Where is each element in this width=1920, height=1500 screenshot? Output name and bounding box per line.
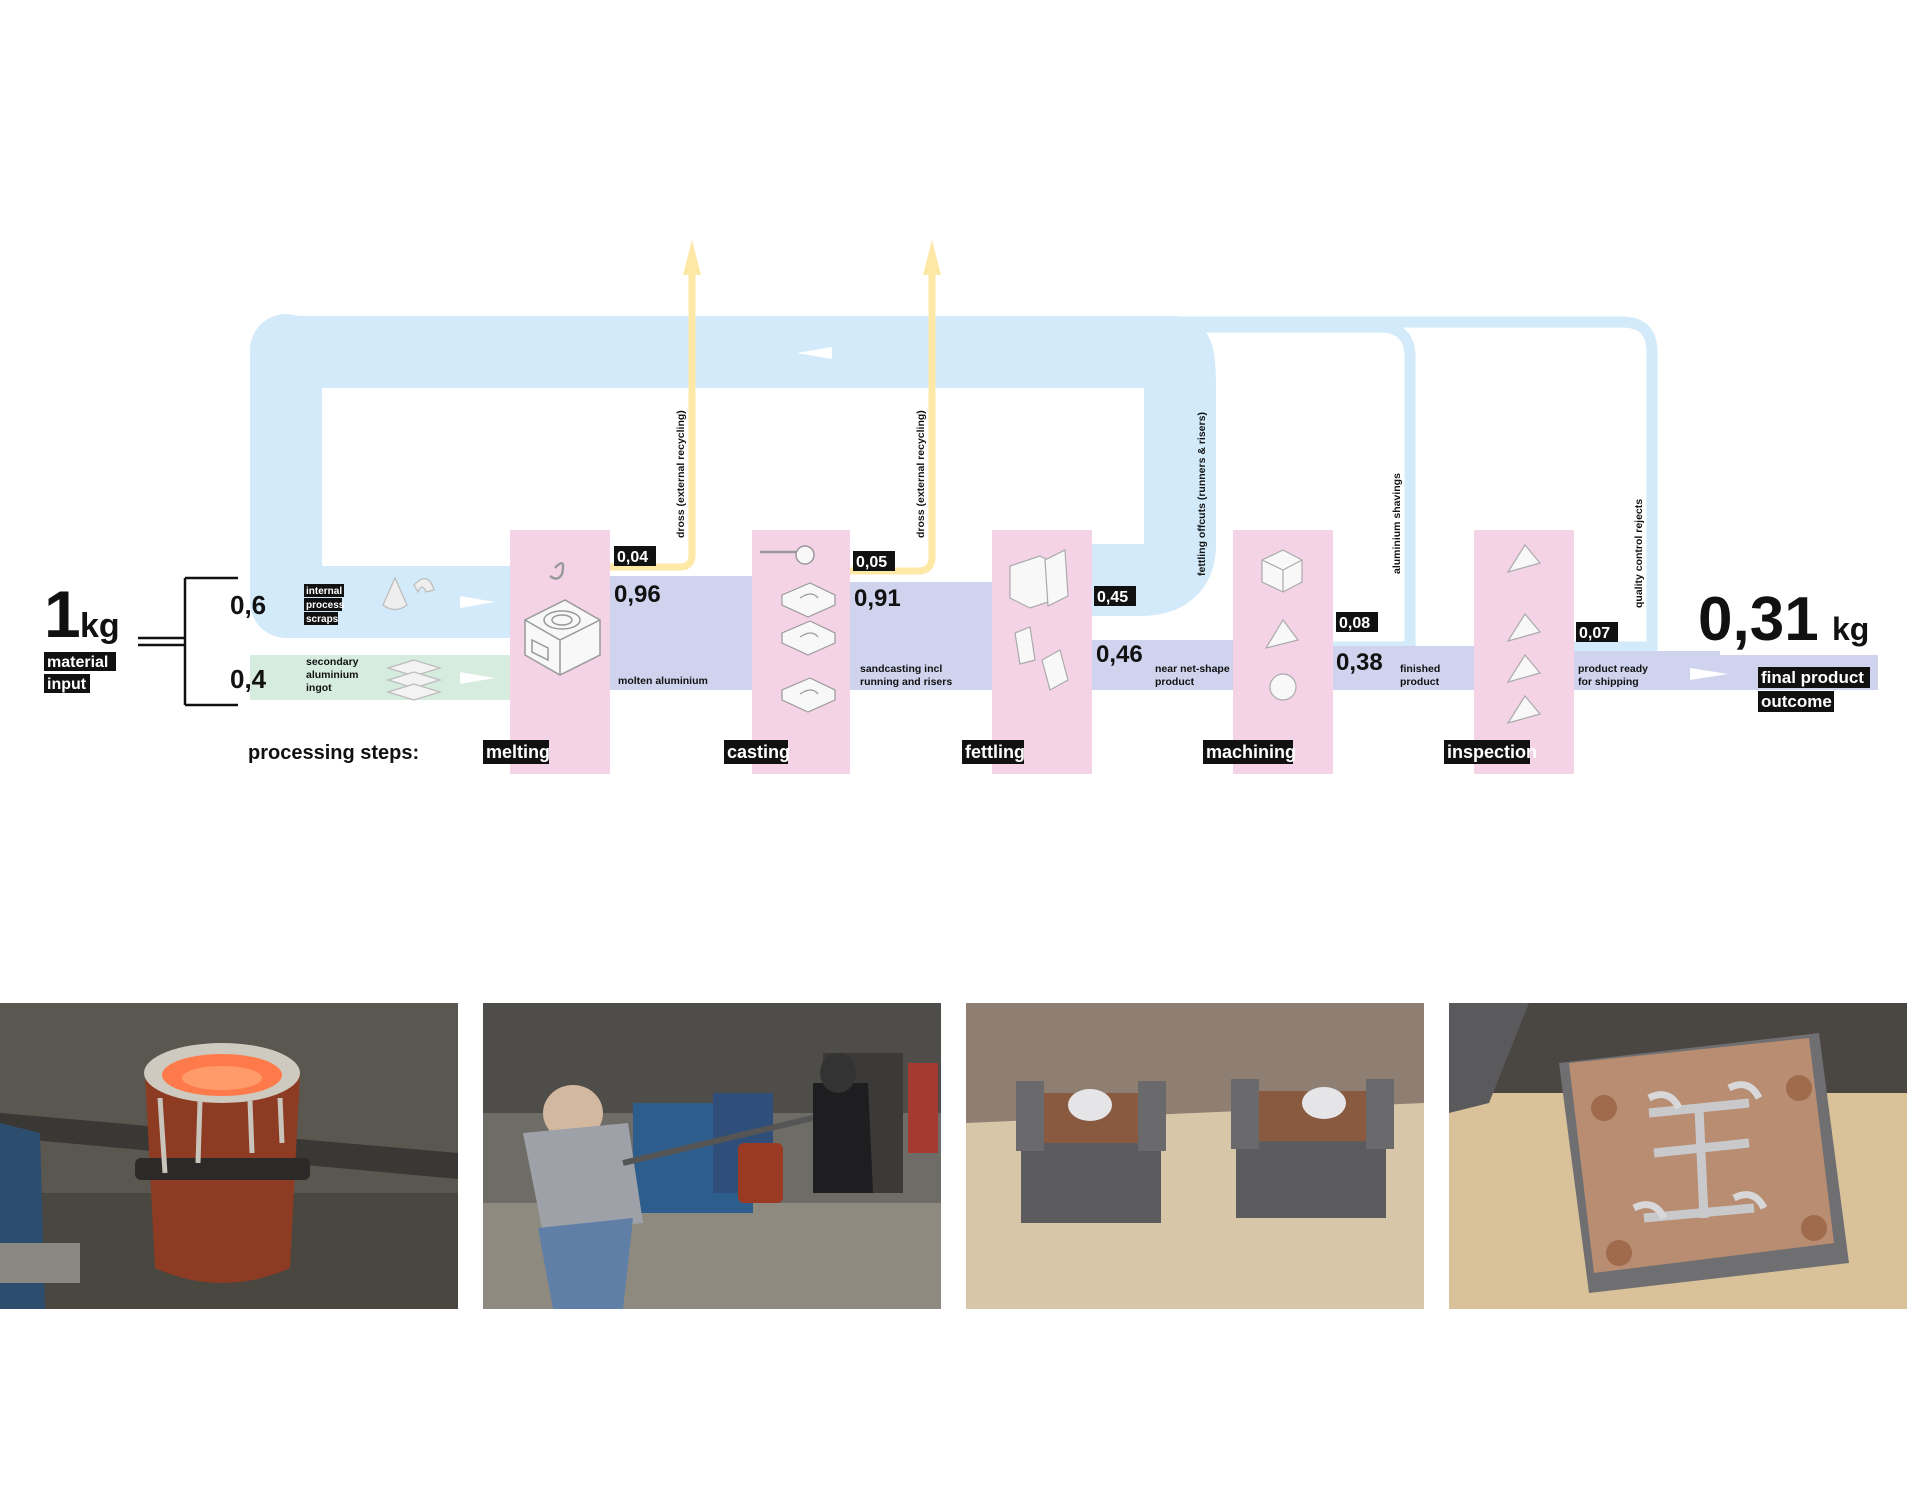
ingot-stack-icon <box>385 659 443 701</box>
final-unit: kg <box>1832 611 1869 647</box>
dross-2-label: dross (external recycling) <box>915 410 927 538</box>
step-label-inspection: inspection <box>1447 742 1537 762</box>
input-label-1: material <box>47 654 108 671</box>
svg-text:scraps: scraps <box>306 614 339 625</box>
shavings-label: aluminium shavings <box>1391 473 1403 574</box>
ingot-label: secondary aluminium ingot <box>306 656 359 694</box>
dross-arrow-1 <box>683 240 701 275</box>
step-column-inspection <box>1474 530 1574 774</box>
scrap-label: internal process scraps <box>304 584 345 625</box>
sandcasting-label-1: sandcasting incl <box>860 663 942 675</box>
rejects-value: 0,07 <box>1579 625 1610 642</box>
pouring-photo <box>483 1003 941 1309</box>
crucible-photo <box>0 1003 458 1309</box>
ingot-value: 0,4 <box>230 664 267 694</box>
near-net-label-1: near net-shape <box>1155 663 1230 675</box>
input-bracket <box>138 576 238 707</box>
final-label-1: final product <box>1761 668 1864 687</box>
input-unit: kg <box>80 607 120 645</box>
dross-2-value: 0,05 <box>856 554 887 571</box>
casting-part-icon <box>1009 549 1069 691</box>
svg-text:secondary: secondary <box>306 656 359 668</box>
near-net-label-2: product <box>1155 676 1195 688</box>
mold-icon <box>781 582 836 713</box>
photo-strip <box>0 1003 1920 1309</box>
scrap-cone-icon <box>382 576 435 611</box>
svg-text:process: process <box>306 600 345 611</box>
final-amount: 0,31 <box>1698 585 1819 654</box>
near-net-value: 0,46 <box>1096 641 1143 668</box>
final-arrow <box>1690 668 1728 680</box>
finished-label-1: finished <box>1400 663 1440 675</box>
svg-text:internal: internal <box>306 586 342 597</box>
shipping-label-1: product ready <box>1578 663 1648 675</box>
sandcasting-value: 0,91 <box>854 585 901 612</box>
dross-arrow-2 <box>923 240 941 275</box>
cube-icon <box>1261 549 1303 593</box>
pyramid-icon <box>1264 543 1542 724</box>
input-amount: 1 <box>44 577 81 651</box>
shavings-value: 0,08 <box>1339 615 1370 632</box>
dross-outflow-2 <box>850 270 936 575</box>
final-label-2: outcome <box>1761 692 1832 711</box>
step-label-fettling: fettling <box>965 742 1025 762</box>
material-flow-diagram: 1 kg material input 0,6 0,4 internal pro… <box>44 240 1878 774</box>
fettling-offcuts-value: 0,45 <box>1097 589 1128 606</box>
shipping-label-2: for shipping <box>1578 676 1639 688</box>
steps-title: processing steps: <box>248 742 419 764</box>
ingot-arrow <box>460 672 495 684</box>
scrap-arrow <box>460 596 495 608</box>
dross-1-label: dross (external recycling) <box>675 410 687 538</box>
sphere-icon <box>1269 673 1297 701</box>
step-label-melting: melting <box>486 742 550 762</box>
loop-direction-arrow <box>797 347 832 359</box>
sand-mold-photo <box>966 1003 1424 1309</box>
input-label-2: input <box>47 676 87 693</box>
svg-text:aluminium: aluminium <box>306 669 359 681</box>
step-label-machining: machining <box>1206 742 1296 762</box>
rejects-label: quality control rejects <box>1633 499 1645 608</box>
scrap-value: 0,6 <box>230 590 266 620</box>
svg-text:ingot: ingot <box>306 682 332 694</box>
sandcasting-label-2: running and risers <box>860 676 952 688</box>
finished-value: 0,38 <box>1336 649 1383 676</box>
dross-outflow-1 <box>610 270 696 571</box>
dross-1-value: 0,04 <box>617 549 648 566</box>
step-label-casting: casting <box>727 742 790 762</box>
molten-value: 0,96 <box>614 581 661 608</box>
furnace-icon <box>524 562 601 676</box>
molten-label: molten aluminium <box>618 675 708 687</box>
internal-scrap-loop <box>249 314 1216 638</box>
ladle-icon <box>760 545 815 565</box>
casting-tree-photo <box>1449 1003 1907 1309</box>
fettling-offcuts-label: fettling offcuts (runners & risers) <box>1196 412 1208 576</box>
finished-label-2: product <box>1400 676 1440 688</box>
rejects-loop <box>290 316 1658 653</box>
